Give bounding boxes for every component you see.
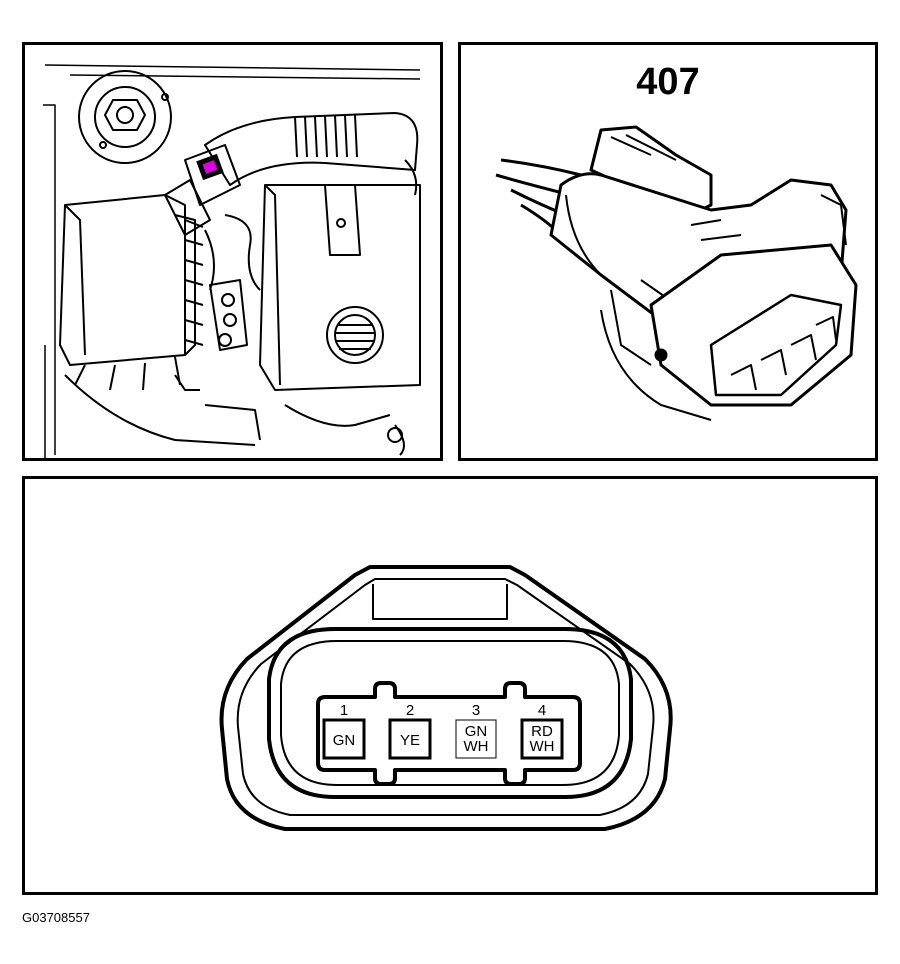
pin-cavity xyxy=(322,718,366,760)
pin-1: 1GN xyxy=(322,702,366,760)
pin-number: 4 xyxy=(538,702,546,719)
pin-wire-color: GN xyxy=(333,732,356,749)
connector-panel: 407 xyxy=(458,42,878,461)
pin-number: 2 xyxy=(406,702,414,719)
pin-wire-color: YE xyxy=(400,732,420,749)
pin-wire-color: RD xyxy=(531,723,553,740)
pin-wire-color: WH xyxy=(530,738,555,755)
connector-key xyxy=(372,584,508,620)
terminal-block xyxy=(316,681,582,786)
connector-housing-inner-line xyxy=(236,578,655,816)
pin-cavity xyxy=(455,719,497,759)
engine-bay-illustration xyxy=(43,64,421,458)
pin-cavity xyxy=(520,718,564,760)
figure-id: G03708557 xyxy=(22,910,90,925)
pin-wire-color: GN xyxy=(465,723,488,740)
connector-illustration xyxy=(495,125,858,421)
pin-number: 3 xyxy=(472,702,480,719)
engine-bay-panel xyxy=(22,42,443,461)
pin-wire-color: WH xyxy=(464,738,489,755)
pin-number: 1 xyxy=(340,702,348,719)
sensor-location-highlight xyxy=(202,160,218,174)
connector-cavity-inner xyxy=(280,640,620,786)
pin-cavity xyxy=(388,718,432,760)
connector-callout-number: 407 xyxy=(636,61,700,103)
pin-2: 2YE xyxy=(388,702,432,760)
connector-cavity-outline xyxy=(267,627,633,799)
